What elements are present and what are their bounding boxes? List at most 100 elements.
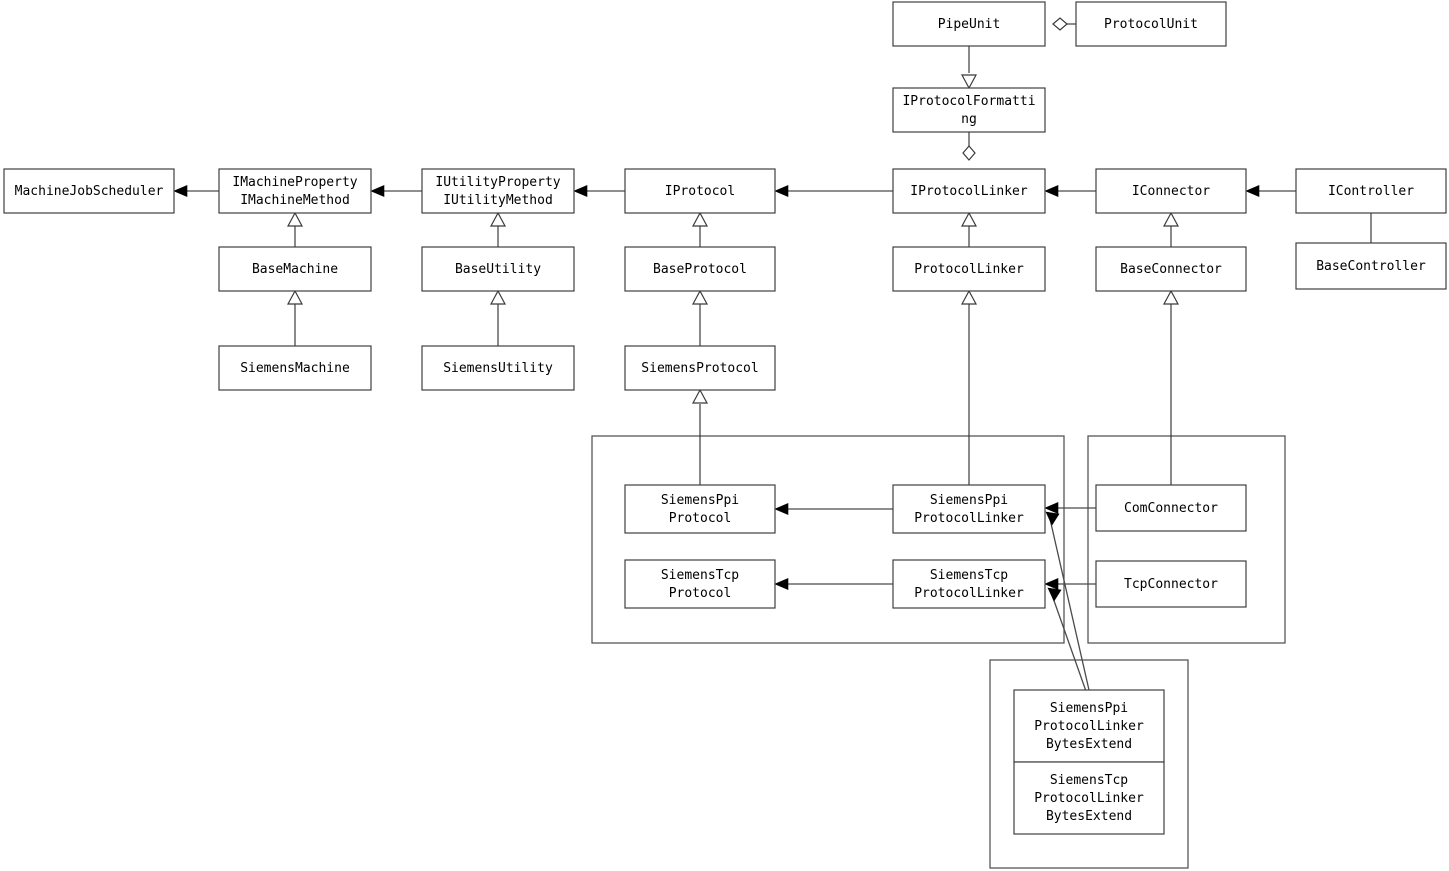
class-box-siemensmachine[interactable]: SiemensMachine <box>218 345 372 391</box>
class-box-rect-siemensppiprotocollinker[interactable] <box>892 484 1046 534</box>
class-box-label-machinejobscheduler: MachineJobScheduler <box>15 184 164 199</box>
edge-e-imachine-to-scheduler <box>173 185 219 197</box>
edge-e-iutility-to-imachine <box>370 185 422 197</box>
class-box-rect-icontroller[interactable] <box>1295 168 1447 214</box>
class-box-label-basecontroller: BaseController <box>1316 259 1426 274</box>
group-box-extend-group <box>989 659 1189 869</box>
generalization-triangle-e-basemachine-imachine <box>286 211 304 227</box>
class-box-rect-baseutility[interactable] <box>421 246 575 292</box>
class-box-icontroller[interactable]: IController <box>1295 168 1447 214</box>
edge-e-tcpconnector-tcplinker <box>1044 578 1096 590</box>
generalization-triangle-e-baseconnector-iconnector <box>1162 211 1180 227</box>
class-box-label-pipeunit: PipeUnit <box>938 17 1001 32</box>
edge-e-iformatting-ilinker <box>962 132 976 161</box>
class-box-rect-pipeunit[interactable] <box>892 1 1046 47</box>
class-box-rect-siemensutility[interactable] <box>421 345 575 391</box>
class-box-rect-baseprotocol[interactable] <box>624 246 776 292</box>
class-box-protocolunit[interactable]: ProtocolUnit <box>1075 1 1227 47</box>
class-box-rect-siemensprotocol[interactable] <box>624 345 776 391</box>
edge-e-tcplinker-tcpprotocol <box>774 578 893 590</box>
class-box-rect-iprotocol[interactable] <box>624 168 776 214</box>
class-box-rect-siemenstcplinkerbytesextend[interactable] <box>1013 761 1165 835</box>
edge-e-icontroller-to-iconnector <box>1245 185 1296 197</box>
class-box-rect-iutilityproperty[interactable] <box>421 168 575 214</box>
class-box-pipeunit[interactable]: PipeUnit <box>892 1 1046 47</box>
class-box-label-protocolunit: ProtocolUnit <box>1104 17 1198 32</box>
class-box-label-tcpconnector: TcpConnector <box>1124 577 1218 592</box>
class-box-tcpconnector[interactable]: TcpConnector <box>1095 560 1247 608</box>
class-box-label-protocollinker: ProtocolLinker <box>914 262 1024 277</box>
edge-e-siemensmachine-base <box>286 289 304 346</box>
class-box-iprotocol[interactable]: IProtocol <box>624 168 776 214</box>
arrowhead-e-icontroller-to-iconnector <box>1245 185 1260 197</box>
class-box-rect-machinejobscheduler[interactable] <box>3 168 175 214</box>
class-box-rect-basecontroller[interactable] <box>1295 242 1447 290</box>
class-box-rect-basemachine[interactable] <box>218 246 372 292</box>
class-box-rect-baseconnector[interactable] <box>1095 246 1247 292</box>
group-boxes-layer <box>591 435 1286 869</box>
class-box-label-iconnector: IConnector <box>1132 184 1210 199</box>
class-box-label-icontroller: IController <box>1328 184 1414 199</box>
class-box-basecontroller[interactable]: BaseController <box>1295 242 1447 290</box>
edge-e-ppilinker-protocollinker <box>960 289 978 485</box>
class-box-iprotocollinker[interactable]: IProtocolLinker <box>892 168 1046 214</box>
arrowhead-e-ppiextend-ppilinker <box>1045 511 1060 526</box>
edge-e-baseutility-iutility <box>489 211 507 247</box>
edge-e-baseprotocol-iprotocol <box>691 211 709 247</box>
class-box-rect-tcpconnector[interactable] <box>1095 560 1247 608</box>
class-box-rect-siemensppiprotocol[interactable] <box>624 484 776 534</box>
class-box-baseconnector[interactable]: BaseConnector <box>1095 246 1247 292</box>
class-box-baseprotocol[interactable]: BaseProtocol <box>624 246 776 292</box>
class-box-siemensutility[interactable]: SiemensUtility <box>421 345 575 391</box>
class-box-rect-siemenstcpprotocollinker[interactable] <box>892 559 1046 609</box>
class-box-rect-siemenstcpprotocol[interactable] <box>624 559 776 609</box>
class-box-rect-siemensppilinkerbytesextend[interactable] <box>1013 689 1165 763</box>
class-box-rect-comconnector[interactable] <box>1095 484 1247 532</box>
edges-layer <box>173 17 1372 763</box>
class-box-basemachine[interactable]: BaseMachine <box>218 246 372 292</box>
class-box-iconnector[interactable]: IConnector <box>1095 168 1247 214</box>
class-box-label-siemensutility: SiemensUtility <box>443 361 553 376</box>
class-box-rect-iconnector[interactable] <box>1095 168 1247 214</box>
arrowhead-e-imachine-to-scheduler <box>173 185 188 197</box>
class-box-baseutility[interactable]: BaseUtility <box>421 246 575 292</box>
realization-triangle-e-pipeunit-iformatting <box>960 74 978 90</box>
edge-e-iconnector-to-ilinker <box>1044 185 1096 197</box>
class-box-rect-protocollinker[interactable] <box>892 246 1046 292</box>
class-box-comconnector[interactable]: ComConnector <box>1095 484 1247 532</box>
class-box-label-baseconnector: BaseConnector <box>1120 262 1222 277</box>
class-box-label-siemensprotocol: SiemensProtocol <box>641 361 758 376</box>
class-box-label-baseprotocol: BaseProtocol <box>653 262 747 277</box>
arrowhead-e-tcplinker-tcpprotocol <box>774 578 789 590</box>
class-box-label-baseutility: BaseUtility <box>455 262 541 277</box>
edge-e-comconnector-base <box>1162 289 1180 485</box>
generalization-triangle-e-baseprotocol-iprotocol <box>691 211 709 227</box>
class-box-rect-imachineproperty[interactable] <box>218 168 372 214</box>
class-box-rect-iprotocollinker[interactable] <box>892 168 1046 214</box>
aggregation-diamond-e-pipeunit-protocolunit <box>1052 17 1068 31</box>
class-box-machinejobscheduler[interactable]: MachineJobScheduler <box>3 168 175 214</box>
class-box-rect-iprotocolformatting[interactable] <box>892 87 1046 133</box>
edge-e-ppilinker-ppiprotocol <box>774 503 893 515</box>
class-box-rect-protocolunit[interactable] <box>1075 1 1227 47</box>
generalization-triangle-e-comconnector-base <box>1162 289 1180 305</box>
class-box-protocollinker[interactable]: ProtocolLinker <box>892 246 1046 292</box>
class-box-rect-siemensmachine[interactable] <box>218 345 372 391</box>
edge-e-protocollinker-ilinker <box>960 211 978 247</box>
class-box-siemensprotocol[interactable]: SiemensProtocol <box>624 345 776 391</box>
